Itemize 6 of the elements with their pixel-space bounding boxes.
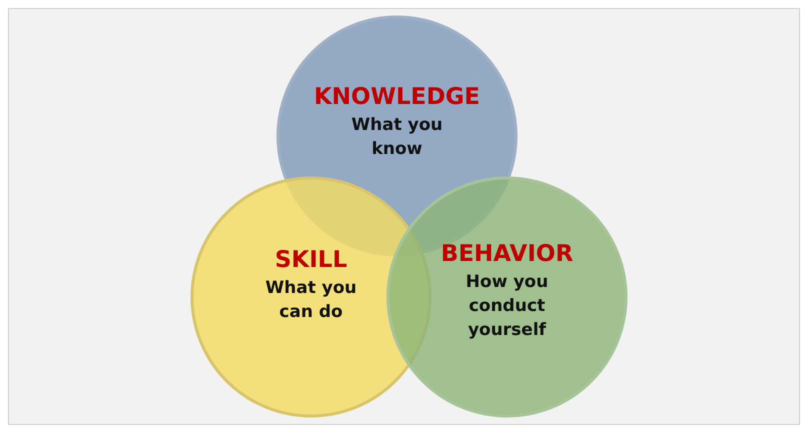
description-text: How you conduct yourself [464,271,550,342]
description-text: What you can do [264,277,358,324]
category-heading: KNOWLEDGE [314,83,480,111]
description-text: What you know [350,114,444,161]
category-heading: BEHAVIOR [440,240,574,268]
category-heading: SKILL [274,246,348,274]
